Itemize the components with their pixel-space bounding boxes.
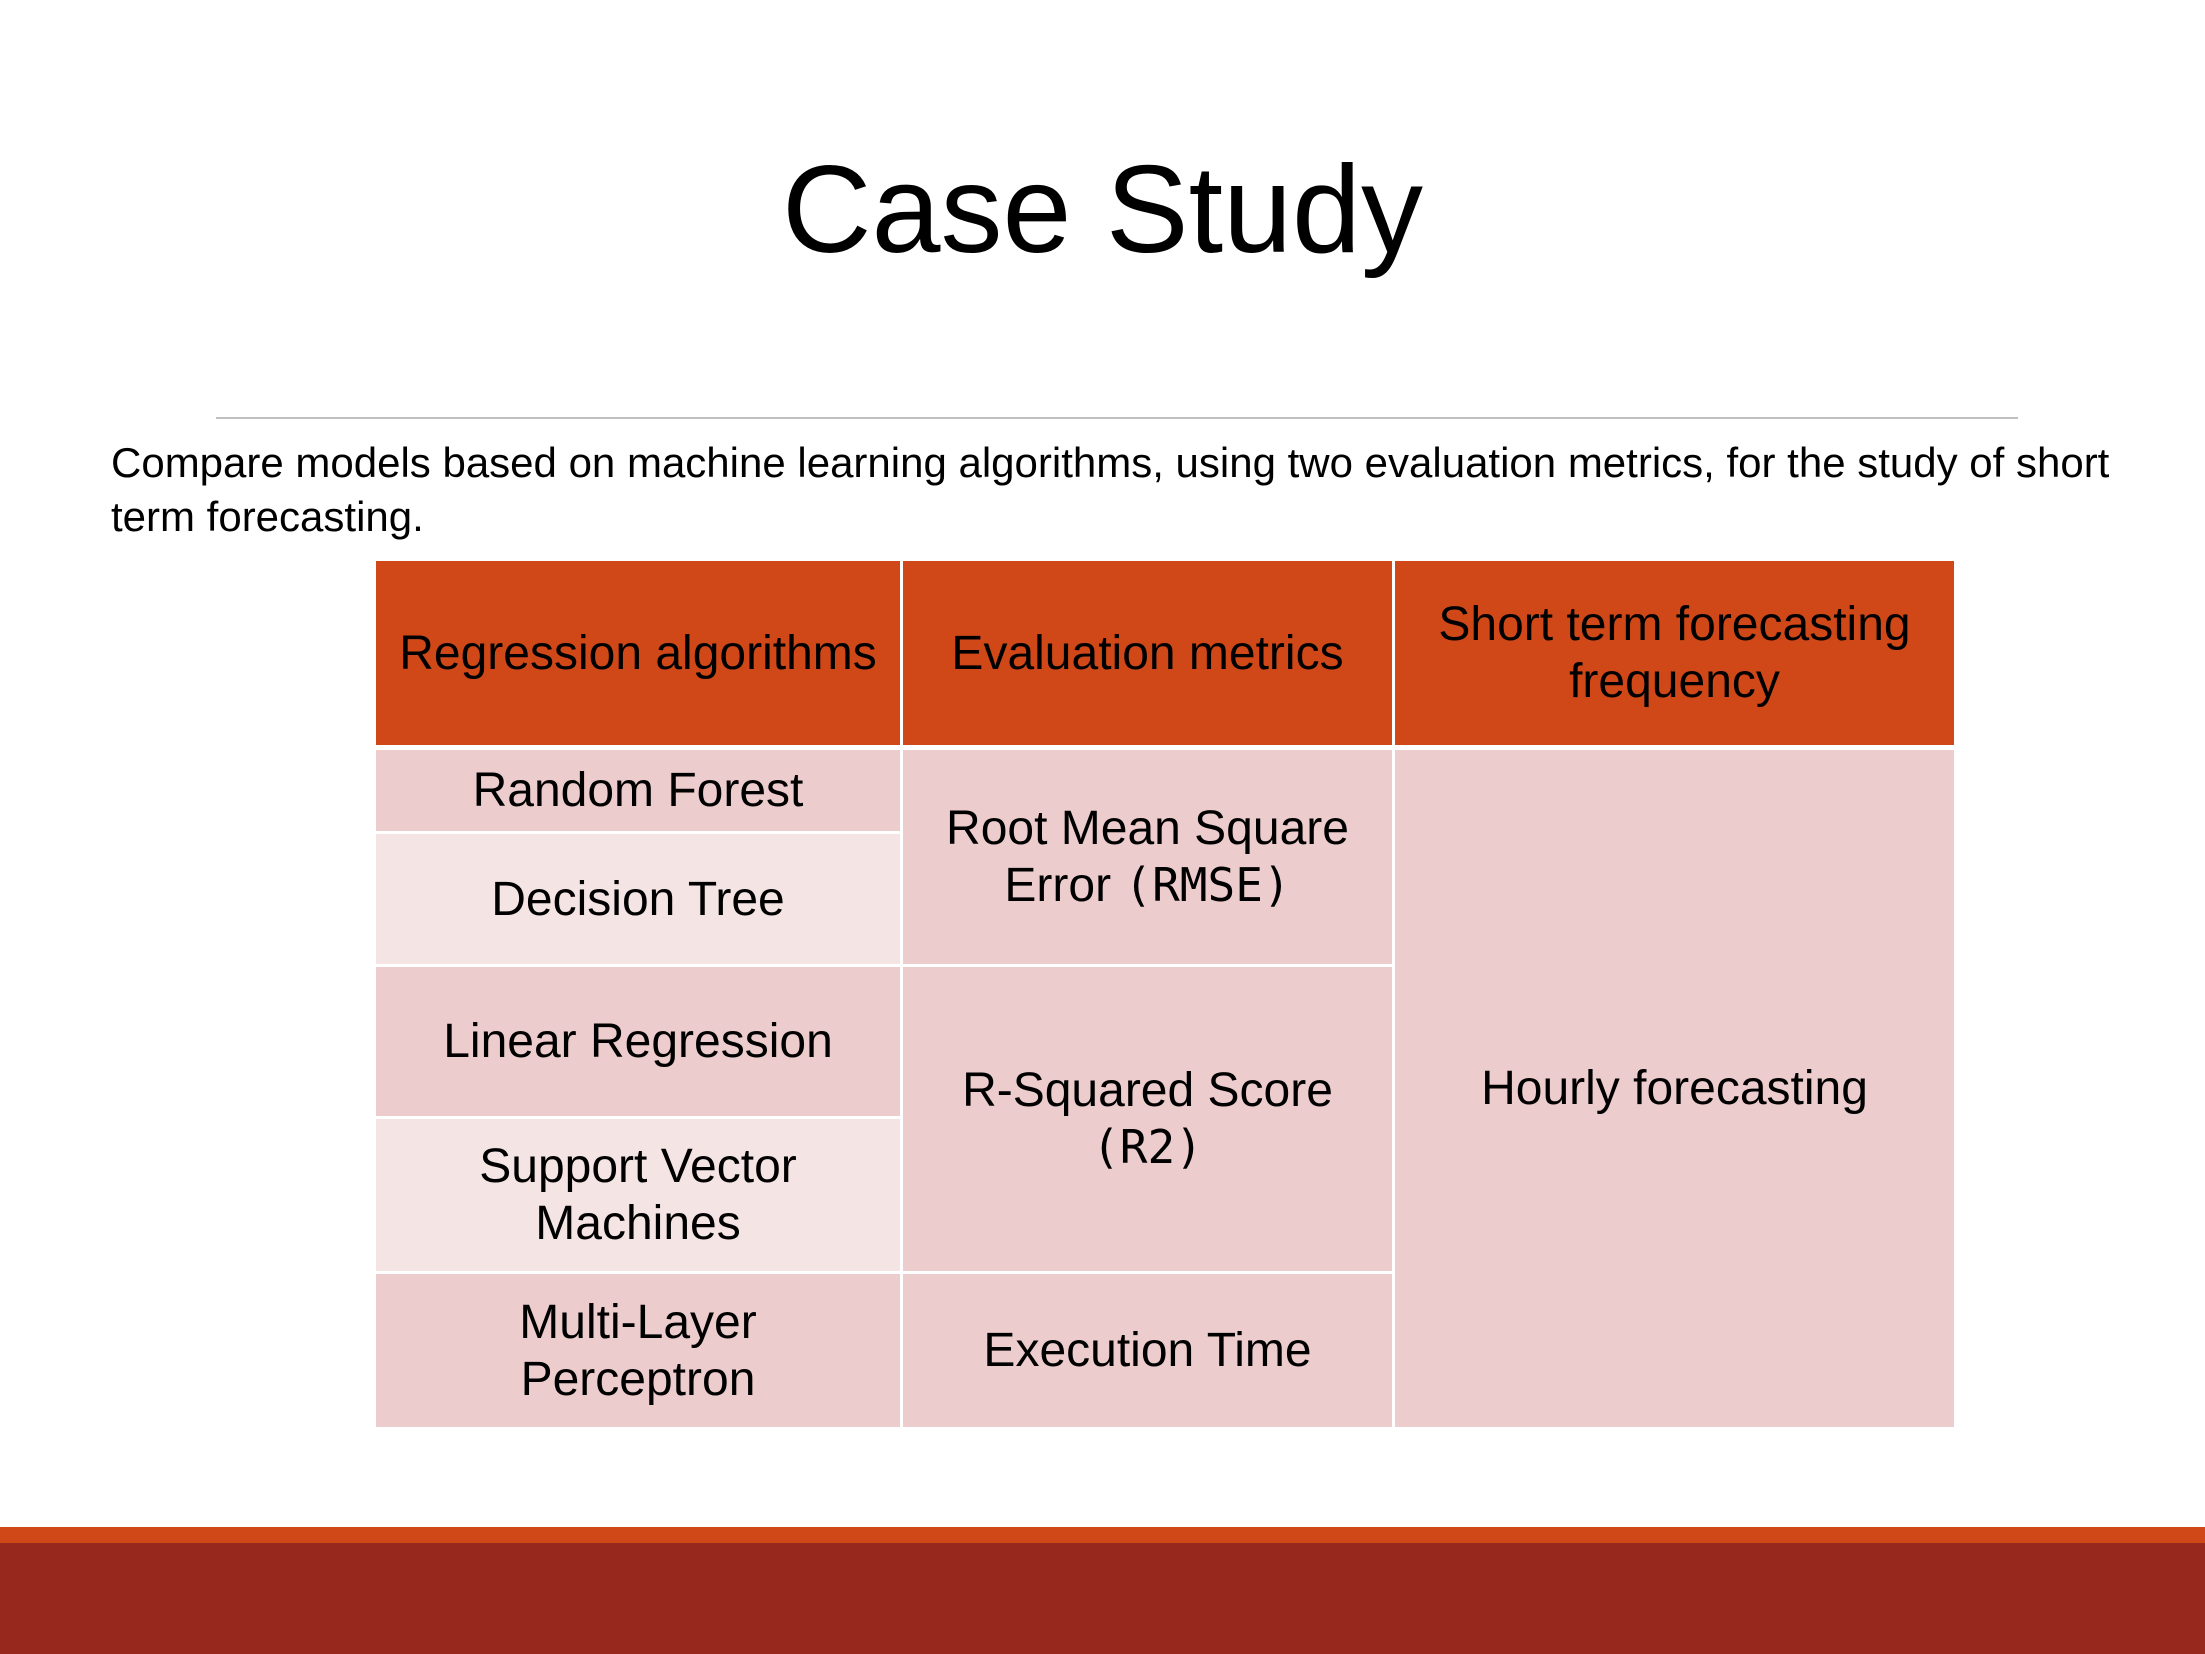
metric-name: R-Squared Score xyxy=(962,1064,1333,1117)
algorithm-cell: Random Forest xyxy=(376,750,900,831)
header-metrics: Evaluation metrics xyxy=(903,561,1392,745)
header-algorithms: Regression algorithms xyxy=(376,561,900,745)
algorithm-cell: Decision Tree xyxy=(376,834,900,964)
footer-accent-stripe xyxy=(0,1527,2205,1543)
frequency-cell: Hourly forecasting xyxy=(1395,750,1954,1427)
metric-cell-r2: R-Squared Score (R2) xyxy=(903,967,1392,1271)
metric-cell-rmse: Root Mean Square Error (RMSE) xyxy=(903,750,1392,964)
metric-cell-time: Execution Time xyxy=(903,1274,1392,1427)
slide-title: Case Study xyxy=(781,141,1423,279)
algorithm-cell: Linear Regression xyxy=(376,967,900,1116)
algorithm-cell: Support Vector Machines xyxy=(376,1119,900,1271)
header-frequency: Short term forecasting frequency xyxy=(1395,561,1954,745)
algorithm-cell: Multi-Layer Perceptron xyxy=(376,1274,900,1427)
footer-band xyxy=(0,1543,2205,1654)
metric-abbr: (R2) xyxy=(1092,1120,1203,1174)
metric-name: Root Mean Square Error xyxy=(946,802,1349,912)
intro-text: Compare models based on machine learning… xyxy=(111,439,2110,540)
comparison-table: Regression algorithms Evaluation metrics… xyxy=(376,561,1954,1427)
metric-abbr: (RMSE) xyxy=(1124,858,1291,912)
title-divider xyxy=(216,417,2018,419)
